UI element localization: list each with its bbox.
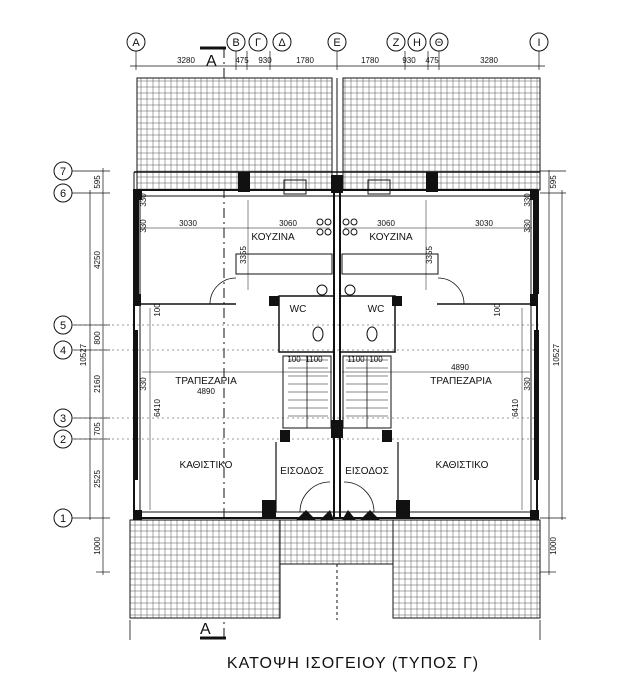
room-kitchen-left: ΚΟΥΖΙΝΑ [251, 232, 295, 243]
label: 4 [60, 345, 66, 357]
label: I [537, 37, 540, 49]
grid-bubble-6: 6 [53, 183, 73, 203]
label: 6 [60, 188, 66, 200]
label: 2 [60, 434, 66, 446]
label: B [232, 37, 239, 49]
dim-100-a: 100 [287, 355, 301, 364]
dim-top-2: 475 [235, 56, 249, 65]
grid-bubble-7: 7 [53, 161, 73, 181]
dim-right-2: 1000 [549, 537, 558, 555]
top-dimension-chain [130, 51, 545, 70]
dim-top-4: 1780 [296, 56, 314, 65]
dim-top-3: 930 [258, 56, 272, 65]
dim-330-1: 330 [139, 193, 148, 207]
dim-right-1: 595 [549, 175, 558, 189]
dim-3030-right: 3030 [475, 219, 493, 228]
dim-330-4: 330 [523, 219, 532, 233]
dim-top-8: 3280 [480, 56, 498, 65]
dim-1100-a: 1100 [305, 355, 323, 364]
grid-bubble-h: H [407, 32, 427, 52]
label: 3 [60, 413, 66, 425]
grid-row-bubbles: 7 6 5 4 3 2 1 [53, 161, 73, 528]
dim-100-d: 100 [493, 303, 502, 317]
dim-3355-right: 3355 [425, 246, 434, 264]
dim-top-1: 3280 [177, 56, 195, 65]
section-marker-top: A [200, 46, 226, 640]
label: E [333, 37, 340, 49]
label: A [206, 53, 217, 70]
dim-1100-b: 1100 [347, 355, 365, 364]
dim-3060-right: 3060 [377, 219, 395, 228]
room-entrance-left: ΕΙΣΟΔΟΣ [280, 466, 324, 477]
label: Δ [278, 37, 286, 49]
dim-6410-left: 6410 [153, 399, 162, 417]
grid-bubble-d: Δ [272, 32, 292, 52]
section-marker-bottom: A [200, 621, 226, 640]
label: H [413, 37, 421, 49]
grid-bubble-z: Z [386, 32, 406, 52]
grid-bubble-3: 3 [53, 408, 73, 428]
grid-bubble-2: 2 [53, 429, 73, 449]
grid-bubble-4: 4 [53, 340, 73, 360]
room-wc-right: WC [368, 304, 385, 315]
dim-100-c: 100 [153, 303, 162, 317]
room-wc-left: WC [290, 304, 307, 315]
grid-bubble-a: A [126, 32, 146, 52]
dim-330-5: 330 [139, 377, 148, 391]
building-walls [133, 171, 541, 520]
dim-left-7: 1000 [93, 537, 102, 555]
grid-bubble-th: Θ [429, 32, 449, 52]
label: A [132, 37, 140, 49]
dim-330-6: 330 [523, 377, 532, 391]
dim-330-2: 330 [523, 193, 532, 207]
top-terrace [136, 77, 541, 191]
grid-bubble-b: B [226, 32, 246, 52]
label: Θ [435, 37, 444, 49]
label: 1 [60, 513, 66, 525]
dim-left-1: 595 [93, 175, 102, 189]
dim-left-total: 10527 [79, 343, 88, 366]
dim-330-3: 330 [139, 219, 148, 233]
right-dimension-chain [540, 170, 566, 575]
grid-bubble-e: E [327, 32, 347, 52]
grid-bubble-g: Γ [248, 32, 268, 52]
grid-bubble-i: I [529, 32, 549, 52]
drawing-title: ΚΑΤΟΨΗ ΙΣΟΓΕΙΟΥ (ΤΥΠΟΣ Γ) [227, 655, 479, 672]
room-entrance-right: ΕΙΣΟΔΟΣ [345, 466, 389, 477]
dim-3030-left: 3030 [179, 219, 197, 228]
dim-top-7: 475 [425, 56, 439, 65]
dim-left-2: 4250 [93, 251, 102, 269]
bottom-terrace [129, 519, 541, 640]
left-dimension-chain [72, 168, 540, 575]
label: 7 [60, 166, 66, 178]
room-living-right: ΚΑΘΙΣΤΙΚΟ [436, 460, 489, 471]
dim-left-3: 800 [93, 331, 102, 345]
label: A [200, 621, 211, 638]
dim-left-5: 705 [93, 422, 102, 436]
dim-4890-left: 4890 [197, 387, 215, 396]
dim-4890-right: 4890 [451, 363, 469, 372]
dim-left-6: 2525 [93, 470, 102, 488]
label: Γ [255, 37, 261, 49]
dim-top-6: 930 [402, 56, 416, 65]
label: 5 [60, 320, 66, 332]
dim-right-total: 10527 [552, 343, 561, 366]
room-living-left: ΚΑΘΙΣΤΙΚΟ [180, 460, 233, 471]
room-dining-left: ΤΡΑΠΕΖΑΡΙΑ [175, 376, 237, 387]
dim-left-4: 2160 [93, 375, 102, 393]
room-kitchen-right: ΚΟΥΖΙΝΑ [369, 232, 413, 243]
dim-top-5: 1780 [361, 56, 379, 65]
grid-bubble-1: 1 [53, 508, 73, 528]
dim-3355-left: 3355 [239, 246, 248, 264]
grid-column-bubbles: A B Γ Δ E Z H Θ I [126, 32, 549, 52]
dim-6410-right: 6410 [511, 399, 520, 417]
inner-dimension-lines [140, 200, 532, 510]
dim-100-b: 100 [369, 355, 383, 364]
dim-3060-left: 3060 [279, 219, 297, 228]
grid-bubble-5: 5 [53, 315, 73, 335]
label: Z [393, 37, 400, 49]
room-dining-right: ΤΡΑΠΕΖΑΡΙΑ [430, 376, 492, 387]
